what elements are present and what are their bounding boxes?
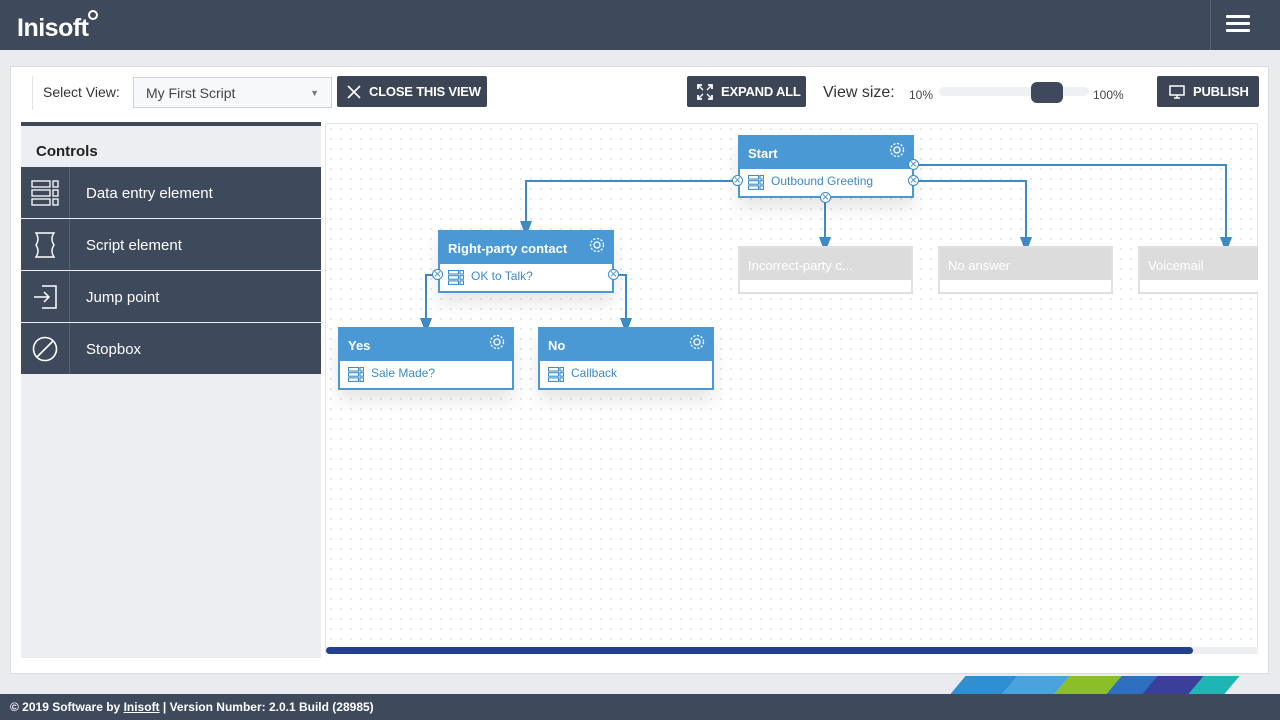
flow-node-no[interactable]: No Callback (538, 327, 714, 390)
expand-all-button[interactable]: EXPAND ALL (687, 76, 806, 107)
gear-icon[interactable] (888, 141, 906, 159)
brand-logo: Inisoft (17, 14, 89, 42)
node-title: Incorrect-party c... (748, 258, 853, 273)
connector-rpc-no (614, 274, 632, 334)
control-label: Jump point (86, 289, 160, 306)
flow-node-yes[interactable]: Yes Sale Made? (338, 327, 514, 390)
top-bar: Inisoft (0, 0, 1280, 50)
script-element-icon (21, 219, 70, 270)
port-rpc-left[interactable] (432, 269, 443, 280)
publish-button[interactable]: PUBLISH (1157, 76, 1259, 107)
node-title: Start (748, 146, 778, 161)
node-title: No (548, 338, 566, 353)
control-stopbox[interactable]: Stopbox (21, 323, 321, 374)
node-field: Callback (571, 366, 618, 380)
footer-brand-link[interactable]: Inisoft (123, 700, 160, 714)
controls-panel: Controls Data entry element Script eleme… (21, 122, 321, 658)
connector-start-right-party (520, 180, 737, 237)
footer: © 2019 Software by Inisoft | Version Num… (0, 694, 1280, 720)
caret-down-icon: ▼ (310, 88, 319, 98)
stopbox-icon (21, 323, 70, 374)
flow-node-right-party-contact[interactable]: Right-party contact OK to Talk? (438, 230, 614, 293)
view-size-min: 10% (909, 88, 934, 102)
flow-node-voicemail[interactable]: Voicemail (1138, 246, 1258, 294)
node-title: Yes (348, 338, 371, 353)
view-size-slider-thumb[interactable] (1031, 82, 1063, 103)
menu-divider (1210, 0, 1211, 50)
hamburger-menu-icon[interactable] (1226, 15, 1252, 35)
node-title: Voicemail (1148, 258, 1204, 273)
data-entry-icon (548, 367, 564, 382)
close-icon (347, 84, 361, 99)
select-view-value: My First Script (146, 85, 236, 101)
node-field: OK to Talk? (471, 269, 533, 283)
view-size-max: 100% (1093, 88, 1124, 102)
data-entry-icon (748, 175, 764, 190)
select-view-dropdown[interactable]: My First Script ▼ (133, 77, 332, 108)
node-field: Sale Made? (371, 366, 436, 380)
monitor-icon (1169, 84, 1185, 99)
view-size-label: View size: (823, 84, 895, 101)
connector-start-no-answer (914, 180, 1032, 253)
expand-all-label: EXPAND ALL (721, 84, 801, 99)
port-start-left[interactable] (732, 175, 743, 186)
close-view-button[interactable]: CLOSE THIS VIEW (337, 76, 487, 107)
control-script-element[interactable]: Script element (21, 219, 321, 270)
flow-canvas[interactable] (325, 123, 1258, 653)
expand-icon (697, 83, 713, 100)
port-start-right[interactable] (908, 175, 919, 186)
toolbar-divider (32, 76, 33, 110)
logo-ring-icon (88, 10, 98, 20)
port-start-bottom[interactable] (820, 192, 831, 203)
canvas-scrollbar-thumb[interactable] (326, 647, 1193, 654)
flow-node-start[interactable]: Start Outbound Greeting (738, 135, 914, 198)
gear-icon[interactable] (588, 236, 606, 254)
close-view-label: CLOSE THIS VIEW (369, 84, 481, 99)
gear-icon[interactable] (488, 333, 506, 351)
node-title: No answer (948, 258, 1011, 273)
select-view-label: Select View: (43, 84, 120, 100)
jump-point-icon (21, 271, 70, 322)
node-field: Outbound Greeting (771, 174, 874, 188)
control-label: Stopbox (86, 341, 142, 358)
port-rpc-right[interactable] (608, 269, 619, 280)
controls-title: Controls (36, 143, 98, 160)
connector-start-voicemail (914, 164, 1232, 253)
flow-node-no-answer[interactable]: No answer (938, 246, 1113, 294)
control-jump-point[interactable]: Jump point (21, 271, 321, 322)
gear-icon[interactable] (688, 333, 706, 351)
control-label: Data entry element (86, 185, 213, 202)
node-title: Right-party contact (448, 241, 568, 256)
control-label: Script element (86, 237, 182, 254)
footer-prefix: © 2019 Software by (10, 700, 124, 714)
data-entry-icon (21, 167, 70, 218)
publish-label: PUBLISH (1193, 84, 1249, 99)
flow-node-incorrect-party[interactable]: Incorrect-party c... (738, 246, 913, 294)
view-size-slider-track[interactable] (939, 87, 1089, 96)
port-start-top-right[interactable] (908, 159, 919, 170)
footer-version: | Version Number: 2.0.1 Build (28985) (159, 700, 374, 714)
control-data-entry-element[interactable]: Data entry element (21, 167, 321, 218)
data-entry-icon (348, 367, 364, 382)
connector-rpc-yes (420, 274, 438, 334)
data-entry-icon (448, 270, 464, 285)
